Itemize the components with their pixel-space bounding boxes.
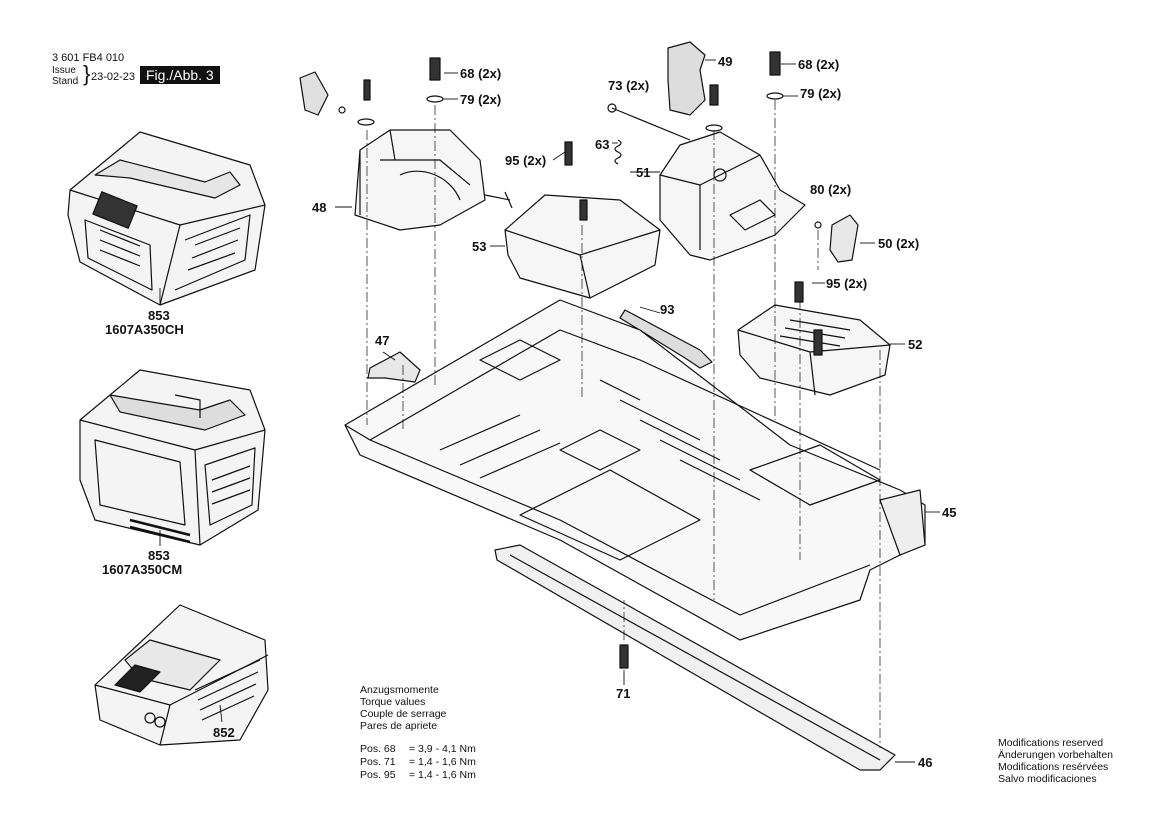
part-52-drawing	[737, 281, 891, 396]
torque-pos-71: Pos. 71	[360, 756, 396, 768]
accessory-852-pos: 852	[213, 725, 235, 740]
issue-date: 23-02-23	[91, 71, 136, 83]
screw-68-left-drawing	[426, 57, 444, 103]
callout-95-upper: 95 (2x)	[505, 153, 547, 168]
callout-48: 48	[312, 200, 327, 215]
washer-80-drawing	[814, 221, 822, 229]
accessory-853-ch-pos: 853	[148, 308, 170, 323]
part-53-drawing	[504, 194, 661, 299]
stand-label: Stand	[52, 76, 79, 87]
callout-73: 73 (2x)	[608, 78, 650, 93]
callout-50: 50 (2x)	[878, 236, 920, 251]
callout-68-right: 68 (2x)	[798, 57, 840, 72]
modifications-fr: Modifications resérvées	[998, 761, 1109, 773]
callout-63: 63	[595, 137, 610, 152]
screw-68-right-drawing	[766, 51, 784, 100]
knob-50-drawing	[829, 214, 859, 263]
callout-52: 52	[908, 337, 923, 352]
torque-pos-95: Pos. 95	[360, 769, 396, 781]
battery-1607a350cm-drawing	[79, 369, 266, 546]
charger-852-drawing	[94, 604, 269, 746]
torque-title-en: Torque values	[360, 696, 426, 708]
torque-title-es: Pares de apriete	[360, 720, 438, 732]
accessory-853-cm-part: 1607A350CM	[102, 562, 183, 577]
pin-73-drawing	[611, 107, 691, 141]
callout-51: 51	[636, 165, 651, 180]
callout-68-left: 68 (2x)	[460, 66, 502, 81]
modifications-en: Modifications reserved	[998, 737, 1104, 749]
base-45-drawing	[344, 299, 926, 641]
modifications-de: Änderungen vorbehalten	[998, 749, 1114, 761]
part-48-drawing	[299, 71, 513, 231]
figure-label: Fig./Abb. 3	[140, 66, 220, 84]
callout-53: 53	[472, 239, 487, 254]
part-49-drawing	[667, 41, 723, 132]
callout-79-right: 79 (2x)	[800, 86, 842, 101]
screw-71-drawing	[619, 644, 629, 669]
callout-80: 80 (2x)	[810, 182, 852, 197]
callout-71: 71	[616, 686, 631, 701]
part-47-drawing	[367, 351, 421, 383]
accessory-853-ch-part: 1607A350CH	[105, 322, 184, 337]
modifications-es: Salvo modificaciones	[998, 773, 1097, 785]
battery-1607a350ch-drawing	[67, 131, 266, 306]
callout-95-lower: 95 (2x)	[826, 276, 868, 291]
callout-79-left: 79 (2x)	[460, 92, 502, 107]
spring-63-drawing	[614, 139, 622, 165]
rod-93-drawing	[619, 309, 713, 369]
doc-number: 3 601 FB4 010	[52, 52, 125, 64]
issue-label: Issue	[52, 65, 76, 76]
torque-title-de: Anzugsmomente	[360, 684, 439, 696]
part-51-drawing	[659, 131, 806, 261]
torque-val-71: = 1,4 - 1,6 Nm	[409, 756, 476, 768]
screw-95-upper-drawing	[564, 141, 573, 166]
torque-title-fr: Couple de serrage	[360, 708, 447, 720]
callout-47: 47	[375, 333, 390, 348]
brace: }	[83, 61, 91, 86]
callout-46: 46	[918, 755, 933, 770]
accessory-853-cm-pos: 853	[148, 548, 170, 563]
callout-93: 93	[660, 302, 675, 317]
callout-49: 49	[718, 54, 733, 69]
torque-val-68: = 3,9 - 4,1 Nm	[409, 743, 476, 755]
callout-45: 45	[942, 505, 957, 520]
torque-pos-68: Pos. 68	[360, 743, 396, 755]
torque-val-95: = 1,4 - 1,6 Nm	[409, 769, 476, 781]
